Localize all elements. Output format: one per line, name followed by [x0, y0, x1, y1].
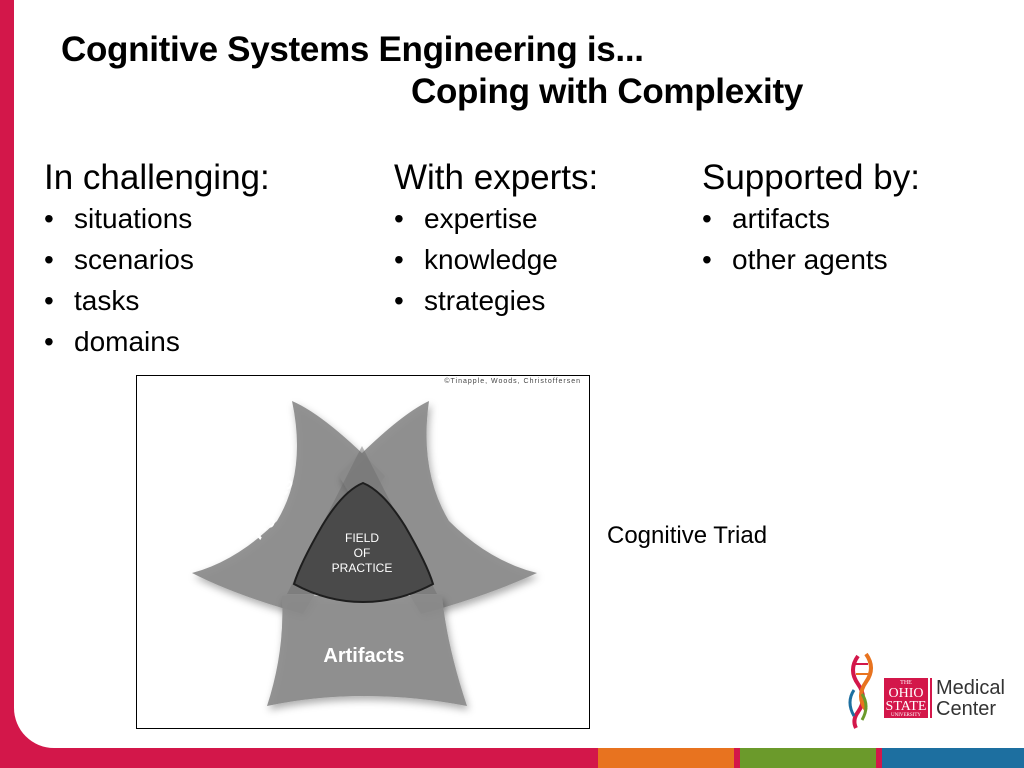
column-supported: Supported by: artifacts other agents: [702, 158, 920, 280]
column-experts: With experts: expertise knowledge strate…: [394, 158, 598, 321]
center-label-line-2: OF: [354, 546, 371, 560]
center-label: Center: [936, 698, 996, 720]
bullet-list: expertise knowledge strategies: [394, 198, 598, 321]
stripe-green: [740, 748, 876, 768]
column-challenging: In challenging: situations scenarios tas…: [44, 158, 270, 362]
artifacts-label: Artifacts: [323, 645, 404, 667]
center-label-line-3: PRACTICE: [332, 561, 393, 575]
bullet-item: scenarios: [44, 239, 270, 280]
osu-line-1: THE: [900, 680, 912, 686]
stripe-blue: [882, 748, 1024, 768]
bullet-item: strategies: [394, 280, 598, 321]
bullet-item: domains: [44, 321, 270, 362]
center-label-line-1: FIELD: [345, 531, 379, 545]
dna-helix-icon: [848, 652, 873, 729]
bullet-item: tasks: [44, 280, 270, 321]
osu-medical-center-logo: THE OHIO STATE UNIVERSITY Medical Center: [844, 650, 1014, 730]
osu-line-2: OHIO: [889, 686, 924, 701]
column-heading: Supported by:: [702, 158, 920, 197]
logo-graphic: THE OHIO STATE UNIVERSITY Medical Center: [848, 652, 1005, 729]
column-heading: With experts:: [394, 158, 599, 197]
footer-color-stripes: [0, 748, 1024, 768]
cognitive-triad-figure: ©Tinapple, Woods, Christoffersen FIE: [136, 375, 590, 729]
artifacts-petal: [267, 596, 467, 706]
column-heading: In challenging:: [44, 158, 270, 197]
bullet-list: artifacts other agents: [702, 198, 920, 280]
slide-title-line-1: Cognitive Systems Engineering is...: [61, 30, 644, 69]
slide: Cognitive Systems Engineering is... Copi…: [14, 0, 1024, 748]
bullet-item: other agents: [702, 239, 920, 280]
bullet-item: knowledge: [394, 239, 598, 280]
agents-petal: [192, 401, 385, 614]
stripe-red: [0, 748, 594, 768]
osu-line-4: UNIVERSITY: [891, 713, 921, 718]
bullet-item: expertise: [394, 198, 598, 239]
figure-credit: ©Tinapple, Woods, Christoffersen: [444, 378, 581, 385]
world-petal: [339, 401, 537, 614]
triad-diagram: FIELD OF PRACTICE Agents World Artifacts: [192, 401, 537, 706]
bullet-list: situations scenarios tasks domains: [44, 198, 270, 362]
osu-line-3: STATE: [886, 699, 927, 714]
medical-label: Medical: [936, 677, 1005, 699]
field-of-practice-center: [292, 481, 435, 604]
bullet-item: artifacts: [702, 198, 920, 239]
slide-title-line-2: Coping with Complexity: [411, 72, 804, 111]
osu-badge: [884, 678, 928, 718]
bullet-item: situations: [44, 198, 270, 239]
stripe-orange: [598, 748, 734, 768]
figure-caption: Cognitive Triad: [607, 522, 768, 549]
